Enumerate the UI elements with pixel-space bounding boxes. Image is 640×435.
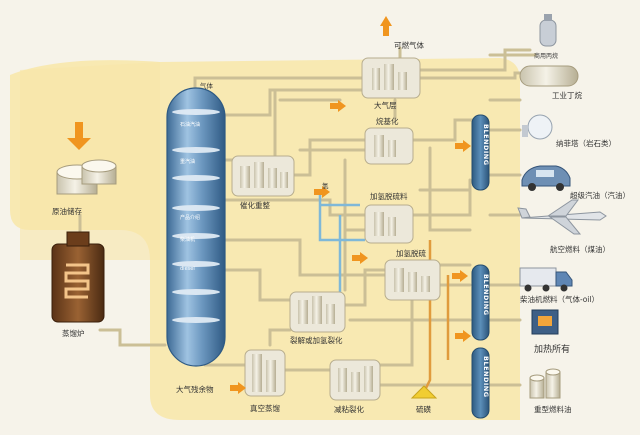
lpg-cylinder-icon: [539, 14, 557, 47]
heating-oil-label: 加热所有: [534, 343, 570, 355]
heavy-fuel-tanks-icon: [529, 368, 561, 399]
unit-hydrodesulf: [384, 259, 441, 301]
furnace: [51, 231, 105, 323]
atmos-top-label: 大气层: [374, 100, 397, 110]
blending-1: BLENDING: [471, 114, 490, 191]
reformer-label: 催化重整: [240, 200, 270, 210]
truck-icon: [519, 267, 573, 292]
lpg-label: 商用丙烷: [534, 52, 558, 60]
sulfur-label: 硫磺: [416, 404, 431, 414]
alkylation-label: 烷基化: [376, 116, 399, 126]
blending-label-1: BLENDING: [482, 124, 490, 166]
hydrodesulf-label: 加氢脱硫: [396, 248, 426, 258]
diesel-label: 柴油机燃料（气体-oil）: [520, 294, 599, 304]
car-icon: [521, 165, 571, 191]
unit-hydrocracking: [289, 291, 346, 333]
gas-label: 气体: [200, 81, 214, 90]
heavy-fuel-label: 重型燃料油: [534, 404, 572, 414]
blending-label-3: BLENDING: [482, 356, 490, 398]
hydrogen-label: 氢: [322, 181, 329, 190]
sulfur-pile: [410, 385, 438, 399]
crude-arrow: [67, 122, 91, 150]
atmos-residue-label: 大气残余物: [176, 384, 214, 394]
crude-storage-tanks: [56, 159, 117, 195]
gasoline-label: 超级汽油（汽油）: [570, 190, 630, 200]
butane-label: 工业丁烷: [552, 90, 582, 100]
crude-storage-label: 原油储存: [52, 206, 82, 216]
column-label-diesel1: 柴油机: [180, 236, 195, 243]
vacuum-dist-label: 真空蒸馏: [250, 403, 280, 413]
hydrogen-pipes: [318, 190, 365, 300]
column-label-naphtha: 重汽油: [180, 158, 195, 165]
unit-alkylation: [364, 127, 414, 165]
blending-2: BLENDING: [471, 264, 490, 341]
hydrocracking-label: 裂解或加氢裂化: [290, 335, 343, 345]
fuel-gas-label: 可燃气体: [394, 40, 424, 50]
unit-visbreaking: [329, 359, 381, 401]
naphtha-sphere-icon: [522, 114, 553, 140]
pipes: [78, 46, 537, 387]
furnace-label: 蒸馏炉: [62, 328, 85, 338]
column-label-diesel2: diesel: [180, 266, 195, 272]
heater-icon: [531, 309, 559, 335]
distillation-column: 石油汽油 重汽油 产品介绍 柴油机 diesel: [166, 87, 226, 367]
blending-label-2: BLENDING: [482, 274, 490, 316]
naphtha-label: 纳菲塔（岩石类）: [556, 138, 616, 148]
hydrodesulf-fuel-label: 加氢脱硫料: [370, 191, 408, 201]
butane-tank-icon: [519, 65, 579, 87]
airplane-icon: [517, 199, 607, 235]
visbreaking-label: 减粘裂化: [334, 404, 364, 414]
flow-arrows: [230, 16, 471, 394]
unit-reformer: [231, 155, 295, 197]
column-label-kerosene: 产品介绍: [180, 214, 200, 221]
jet-fuel-label: 航空燃料（煤油）: [550, 244, 610, 254]
unit-vacuum-dist: [244, 349, 286, 397]
blending-3: BLENDING: [471, 347, 490, 419]
unit-hydrodesulf-fuel: [364, 204, 414, 244]
column-label-gasoline: 石油汽油: [180, 121, 200, 128]
unit-atmos-top: [361, 57, 421, 99]
